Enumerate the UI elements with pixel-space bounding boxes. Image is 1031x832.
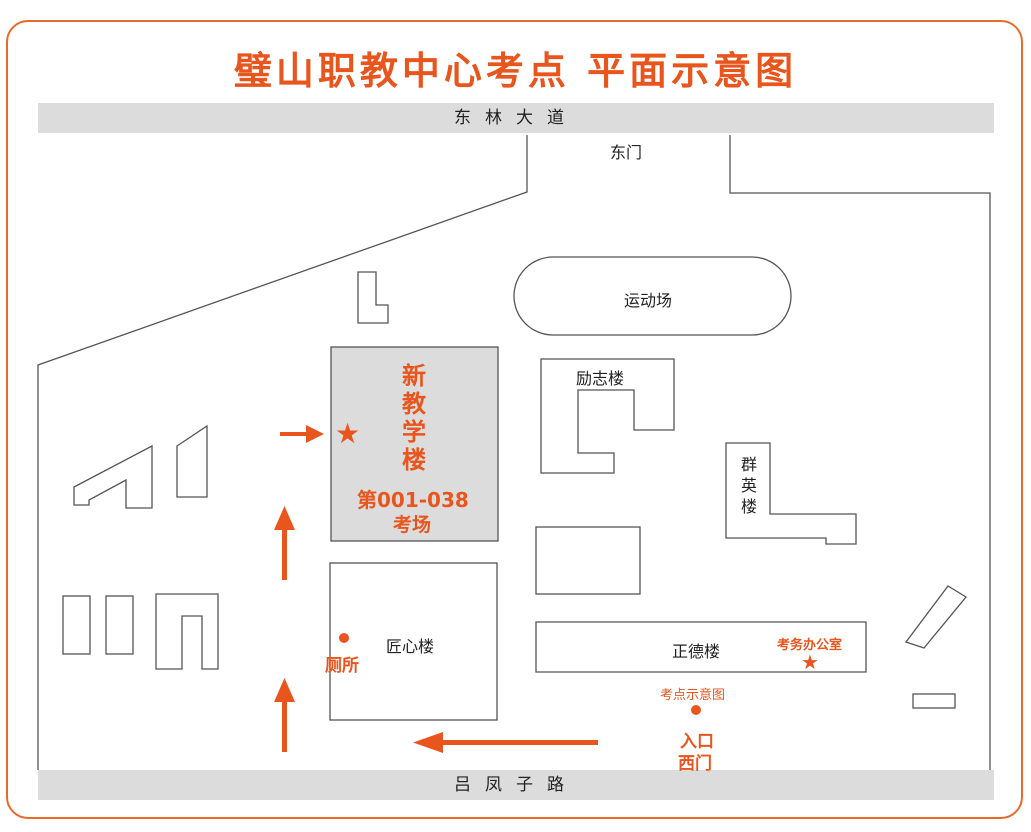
building-east-slanted — [904, 585, 967, 649]
building-west-2 — [105, 595, 134, 655]
page-title: 璧山职教中心考点 平面示意图 — [233, 49, 798, 93]
exam-rooms-label: 考场 — [393, 514, 432, 536]
building-unnamed-middle — [535, 526, 641, 595]
building-west-slanted — [73, 444, 153, 509]
building-west-1 — [62, 595, 91, 655]
exam-office-label: 考务办公室 — [777, 638, 843, 653]
sports-field-label: 运动场 — [624, 291, 673, 310]
lizhi-building-label: 励志楼 — [576, 369, 625, 388]
arrow-right-icon — [280, 425, 324, 443]
arrow-left-icon — [413, 732, 598, 753]
entrance-label: 入口 — [680, 732, 714, 752]
new-teaching-building-label: 新教学楼 — [402, 362, 426, 474]
building-west-thin — [176, 424, 208, 498]
zhengde-building-label: 正德楼 — [672, 642, 721, 661]
map-board-dot-icon — [691, 705, 701, 715]
building-small-l — [357, 271, 389, 324]
road-north: 东林大道 — [38, 103, 994, 133]
qunying-building-label: 群英楼 — [740, 455, 757, 516]
exam-rooms-range: 第001-038 — [357, 488, 469, 512]
building-jiangxin — [329, 562, 498, 721]
east-gate-label: 东门 — [610, 143, 643, 162]
exam-office-star-icon: ★ — [801, 650, 819, 674]
building-west-3 — [155, 593, 219, 670]
sports-field — [513, 256, 792, 336]
map-board-label: 考点示意图 — [660, 688, 726, 703]
building-qunying — [725, 442, 857, 545]
campus-boundary-west — [37, 135, 528, 770]
road-south: 吕凤子路 — [38, 770, 994, 800]
map-frame — [6, 20, 1023, 819]
toilet-dot-icon — [339, 633, 349, 643]
building-east-small — [912, 693, 956, 709]
building-zhengde — [535, 621, 867, 673]
toilet-label: 厕所 — [325, 656, 359, 676]
west-gate-label: 西门 — [678, 754, 712, 774]
building-lizhi — [540, 358, 675, 474]
exam-location-star-icon: ★ — [335, 417, 361, 450]
campus-boundary-east — [729, 135, 991, 770]
jiangxin-building-label: 匠心楼 — [386, 637, 435, 656]
arrow-up-icon-upper — [274, 506, 295, 580]
arrow-up-icon-lower — [274, 678, 295, 752]
building-new-teaching — [330, 346, 499, 542]
